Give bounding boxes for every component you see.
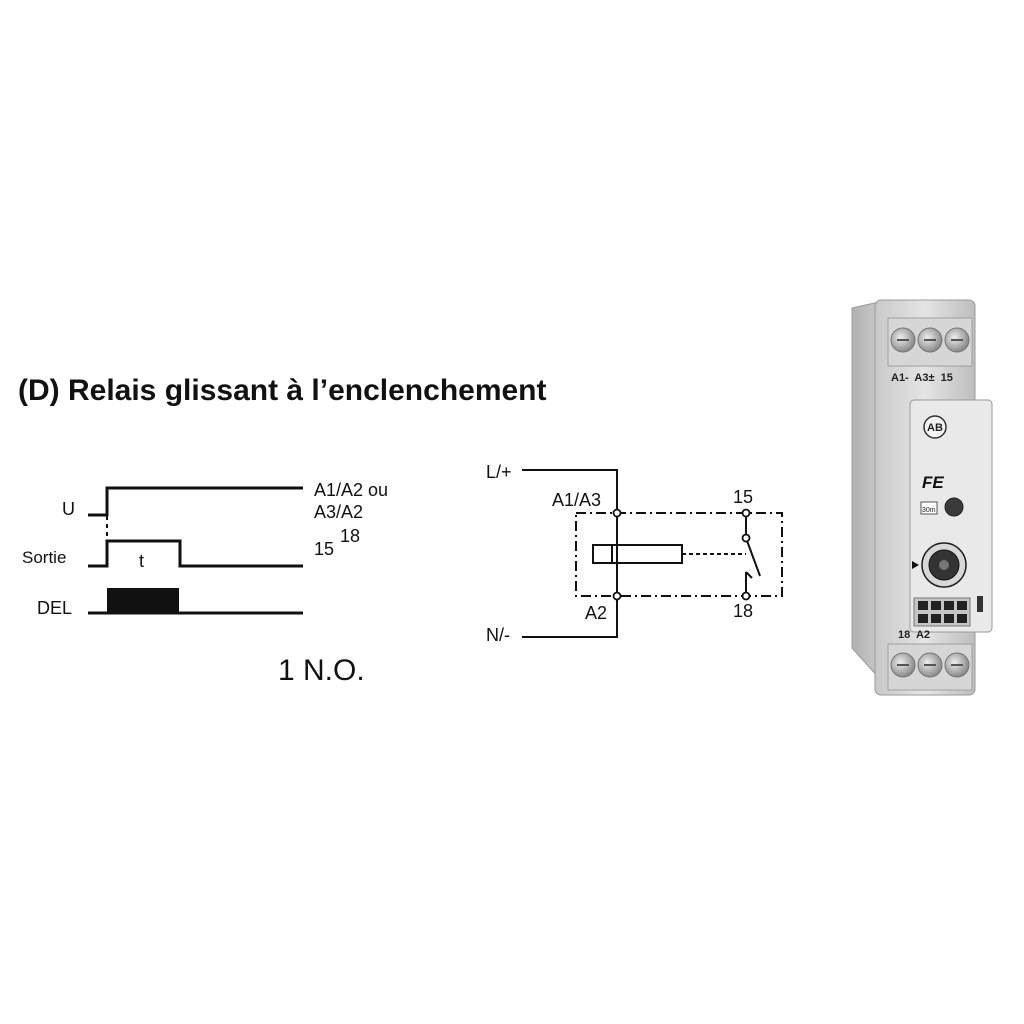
ab-logo [923, 415, 947, 439]
terminal-15-blade [741, 533, 751, 543]
coil-bottom-label: A2 [585, 603, 607, 623]
relay-coil [592, 544, 683, 564]
relay-enclosure [575, 512, 783, 597]
contact-hook [745, 571, 753, 579]
terminal-18 [741, 591, 751, 601]
dial-pointer-icon [912, 561, 919, 569]
coil-top-label: A1/A3 [552, 490, 601, 510]
supply-label-2: A3/A2 [314, 502, 363, 522]
contact-18-label: 18 [340, 526, 360, 546]
contact-blade [745, 537, 761, 577]
top-terminal-labels: A1- A3± 15 [891, 372, 953, 384]
model-label: FE [922, 473, 944, 492]
u-label: U [62, 499, 75, 519]
side-slot [977, 596, 983, 612]
output-label: Sortie [22, 548, 66, 567]
ab-logo-text: AB [927, 422, 943, 434]
u-signal-trace [88, 486, 303, 517]
relay-device-photo: A1- A3± 15 AB FE 30m 18 A2 [851, 299, 993, 696]
terminal-grid [913, 597, 971, 627]
contact-bottom-label: 18 [733, 601, 753, 621]
contact-top-label: 15 [733, 487, 753, 507]
neutral-wire [522, 596, 618, 638]
line-label: L/+ [486, 462, 512, 482]
timing-diagram: U Sortie DEL t A1/A2 ou A3/A2 15 18 [22, 480, 388, 618]
terminal-15 [741, 508, 751, 518]
neutral-label: N/- [486, 625, 510, 645]
contact-15-label: 15 [314, 539, 334, 559]
led-window [944, 497, 964, 517]
line-wire [522, 469, 618, 596]
led-label: DEL [37, 598, 72, 618]
terminal-a1a3 [612, 508, 622, 518]
bottom-terminal-labels: 18 A2 [898, 629, 930, 641]
figure-title: (D) Relais glissant à l’enclenchement [18, 374, 547, 407]
output-signal-trace [88, 539, 303, 568]
range-label-box [920, 501, 938, 515]
supply-label-1: A1/A2 ou [314, 480, 388, 500]
top-screws [890, 327, 970, 353]
bottom-screws [890, 652, 970, 678]
terminal-a2 [612, 591, 622, 601]
contact-type-label: 1 N.O. [278, 654, 365, 687]
range-label: 30m [922, 507, 936, 514]
led-on-block [107, 588, 179, 613]
t-label: t [139, 551, 144, 571]
wiring-diagram: L/+ N/- A1/A3 A2 15 18 [486, 462, 783, 645]
